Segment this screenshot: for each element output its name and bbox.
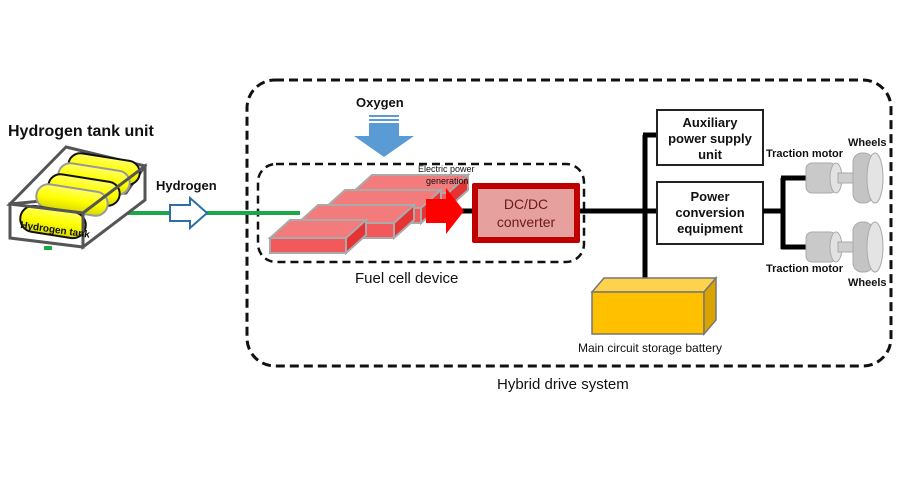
- hydrogen-tank-unit: Hydrogen tank: [6, 145, 148, 251]
- hydrogen-flow-label: Hydrogen: [156, 178, 217, 193]
- hybrid-drive-system-label: Hybrid drive system: [497, 376, 629, 393]
- pce-label-line3: equipment: [677, 221, 743, 236]
- hydrogen-flow-arrow: [169, 195, 209, 231]
- aux-label-line1: Auxiliary: [683, 115, 739, 130]
- electric-power-label: Electric power: [418, 164, 475, 174]
- main-circuit-storage-battery: [590, 275, 718, 337]
- oxygen-label: Oxygen: [356, 95, 404, 110]
- aux-label-line2: power supply: [668, 131, 753, 146]
- oxygen-flow-arrow: [354, 115, 414, 157]
- electric-generation-label: generation: [426, 176, 469, 186]
- wheels-label-top: Wheels: [848, 137, 887, 149]
- traction-motor-label-top: Traction motor: [766, 148, 844, 160]
- fuel-cell-device-label: Fuel cell device: [355, 270, 458, 287]
- auxiliary-power-supply-unit: Auxiliary power supply unit: [656, 109, 764, 166]
- aux-label-line3: unit: [698, 147, 722, 162]
- traction-motor-label-bottom: Traction motor: [766, 263, 844, 275]
- dcdc-label-line2: converter: [497, 214, 556, 230]
- battery-label: Main circuit storage battery: [578, 341, 722, 355]
- wheel-top: [852, 152, 884, 204]
- power-conversion-equipment: Power conversion equipment: [656, 181, 764, 245]
- hydrogen-tank-unit-label: Hydrogen tank unit: [8, 123, 154, 140]
- traction-motor-bottom: [805, 231, 857, 263]
- pce-label-line2: conversion: [675, 205, 744, 220]
- wheels-label-bottom: Wheels: [848, 277, 887, 289]
- dcdc-converter: DC/DC converter: [472, 183, 580, 243]
- pce-label-line1: Power: [690, 189, 729, 204]
- wheel-bottom: [852, 221, 884, 273]
- traction-motor-top: [805, 162, 857, 194]
- hybrid-drive-system-boundary: [245, 78, 893, 368]
- dcdc-label-line1: DC/DC: [504, 196, 548, 212]
- power-generation-arrow: [426, 188, 464, 234]
